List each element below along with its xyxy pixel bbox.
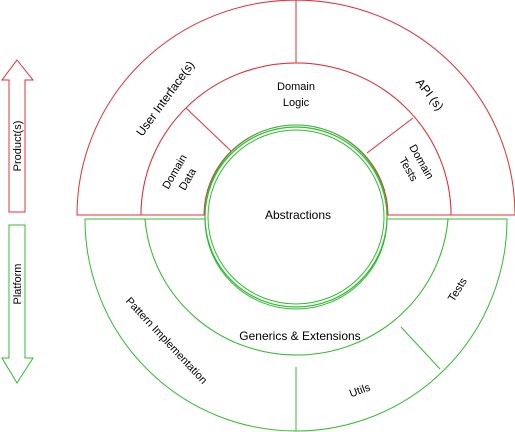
core-label: Abstractions xyxy=(265,208,331,222)
platform-middle-ring-segment xyxy=(144,218,449,356)
product-arrow-shape xyxy=(1,59,35,213)
platform-arrow: Platform xyxy=(1,224,34,384)
core-circle xyxy=(204,126,388,308)
platform-outer-divider-right xyxy=(400,326,441,370)
product-arrow-label: Product(s) xyxy=(12,121,24,172)
platform-arrow-shape xyxy=(1,224,34,384)
domain-logic-label-line2: Logic xyxy=(283,97,310,109)
product-middle-divider-left xyxy=(185,107,232,152)
product-arrow: Product(s) xyxy=(1,59,35,213)
platform-half xyxy=(84,218,508,432)
domain-logic-label-line1: Domain xyxy=(277,81,315,93)
product-middle-divider-right xyxy=(366,117,414,154)
generics-extensions-label: Generics & Extensions xyxy=(239,329,360,343)
platform-arrow-label: Platform xyxy=(12,264,24,305)
abstractions-core: Abstractions xyxy=(204,124,388,308)
core-circle-inner xyxy=(207,129,385,305)
